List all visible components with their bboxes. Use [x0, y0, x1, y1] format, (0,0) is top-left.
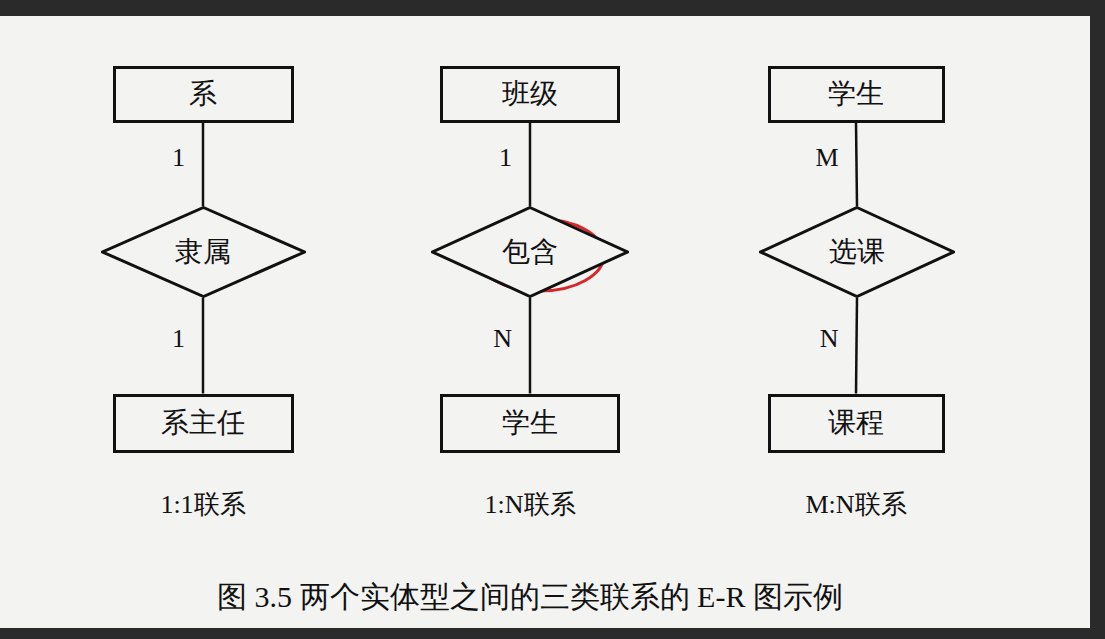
relationship-diamond: 包含 — [431, 206, 629, 298]
relationship-diamond: 选课 — [759, 206, 955, 298]
relationship-line — [529, 123, 532, 207]
relationship-name: 隶属 — [175, 235, 231, 269]
relationship-line — [529, 298, 532, 394]
bottom-band — [0, 628, 1105, 639]
relationship-line — [856, 123, 857, 207]
relationship-type-label: 1:1联系 — [160, 491, 245, 520]
figure-caption: 图 3.5 两个实体型之间的三类联系的 E-R 图示例 — [217, 579, 843, 615]
cardinality-label: N — [493, 325, 512, 354]
entity-name: 学生 — [828, 77, 884, 111]
relationship-line — [856, 298, 857, 394]
relationship-line — [202, 123, 205, 207]
top-band — [0, 0, 1105, 16]
relationship-diamond: 隶属 — [101, 206, 306, 298]
entity-name: 班级 — [502, 77, 558, 111]
text-wrap: 课程 — [828, 406, 884, 440]
right-band — [1090, 0, 1105, 639]
entity-box: 班级 — [440, 66, 620, 123]
entity-box: 学生 — [440, 394, 620, 453]
relationship-type-label: 1:N联系 — [485, 491, 576, 520]
cardinality-label: M — [815, 144, 838, 173]
entity-box: 学生 — [768, 66, 945, 123]
text-wrap: 系主任 — [161, 406, 245, 440]
entity-box: 系主任 — [113, 394, 294, 453]
text-wrap: 学生 — [502, 406, 558, 440]
relationship-type-label: M:N联系 — [805, 491, 906, 520]
relationship-line — [202, 298, 205, 394]
relationship-name: 选课 — [829, 235, 885, 269]
text-wrap: 学生 — [828, 77, 884, 111]
diamond-shape — [761, 208, 954, 297]
cardinality-label: 1 — [499, 144, 512, 173]
entity-name: 学生 — [502, 406, 558, 440]
text-wrap: 系 — [189, 77, 217, 111]
entity-name: 课程 — [828, 406, 884, 440]
entity-box: 系 — [113, 66, 294, 123]
entity-name: 系 — [189, 77, 217, 111]
text-wrap: 包含 — [502, 235, 558, 269]
text-wrap: 隶属 — [175, 235, 231, 269]
entity-name: 系主任 — [161, 406, 245, 440]
diamond-shape — [433, 208, 628, 297]
text-wrap: 班级 — [502, 77, 558, 111]
entity-box: 课程 — [768, 394, 945, 453]
cardinality-label: 1 — [172, 325, 185, 354]
diamond-shape — [102, 208, 304, 297]
cardinality-label: 1 — [172, 144, 185, 173]
text-wrap: 选课 — [829, 235, 885, 269]
cardinality-label: N — [820, 325, 839, 354]
relationship-name: 包含 — [502, 235, 558, 269]
